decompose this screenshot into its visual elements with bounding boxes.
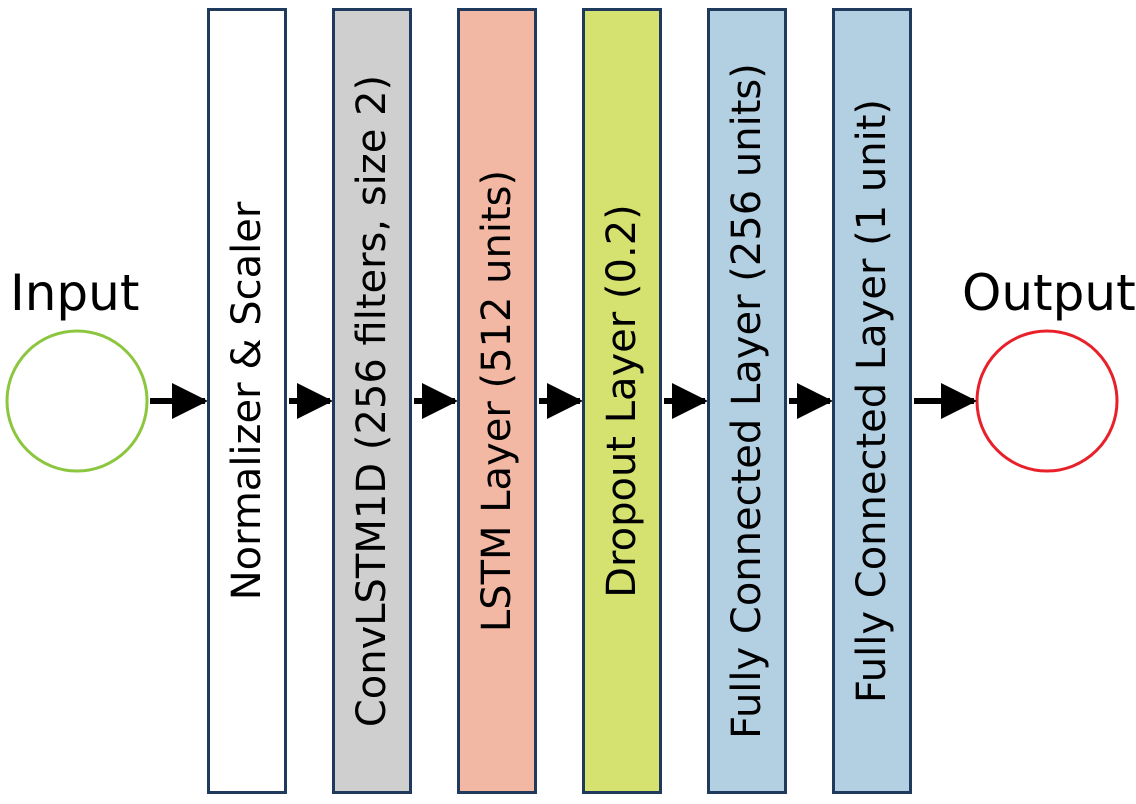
- input-node: [5, 329, 149, 473]
- layer-normalizer: Normalizer & Scaler: [207, 8, 287, 794]
- layer-dropout: Dropout Layer (0.2): [582, 8, 662, 794]
- layer-lstm: LSTM Layer (512 units): [457, 8, 537, 794]
- layer-dropout-label: Dropout Layer (0.2): [599, 204, 645, 598]
- layer-normalizer-label: Normalizer & Scaler: [224, 201, 270, 601]
- layer-fully-connected-1: Fully Connected Layer (1 unit): [832, 8, 912, 794]
- layer-fully-connected-1-label: Fully Connected Layer (1 unit): [849, 98, 895, 704]
- input-label: Input: [10, 264, 140, 322]
- layer-fully-connected-256: Fully Connected Layer (256 units): [707, 8, 787, 794]
- layer-lstm-label: LSTM Layer (512 units): [474, 169, 520, 633]
- output-label: Output: [962, 264, 1136, 322]
- output-node: [975, 329, 1119, 473]
- layer-convlstm1d: ConvLSTM1D (256 filters, size 2): [332, 8, 412, 794]
- layer-fully-connected-256-label: Fully Connected Layer (256 units): [724, 63, 770, 739]
- layer-convlstm1d-label: ConvLSTM1D (256 filters, size 2): [349, 74, 395, 728]
